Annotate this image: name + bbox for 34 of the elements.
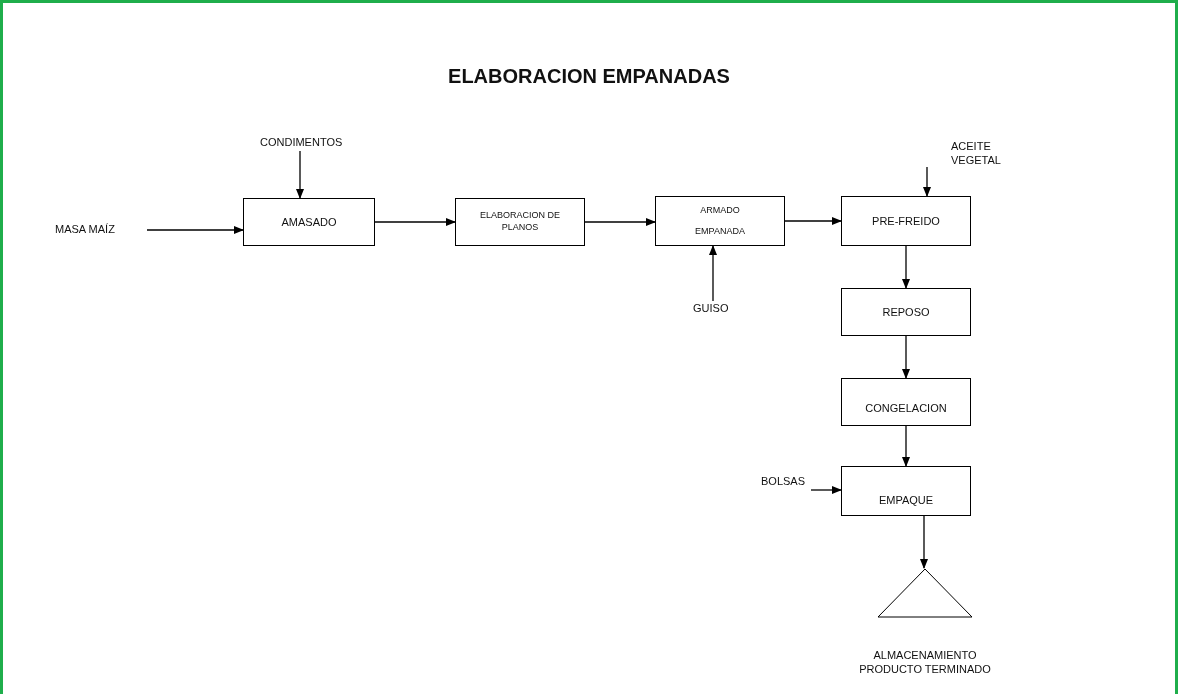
arrow [923,166,931,197]
process-box [243,198,375,246]
arrow [810,486,842,494]
process-label: ARMADO EMPANADA [694,204,746,238]
process-label: CONGELACION [865,400,947,415]
triangle-symbol [877,568,973,618]
process-label: PRE-FREIDO [872,213,940,229]
input-label: MASA MAÍZ [55,222,116,237]
arrow [146,226,244,234]
process-box [841,466,971,516]
input-label: GUISO [693,301,730,316]
arrow [902,335,910,379]
process-label: REPOSO [882,304,930,320]
process-label: EMPAQUE [878,492,934,507]
arrow [374,218,456,226]
process-box [841,288,971,336]
process-box [841,378,971,426]
input-label: BOLSAS [761,474,807,489]
diagram-title: ELABORACION EMPANADAS [447,65,731,88]
arrow [920,515,928,569]
arrow [296,150,304,199]
process-box [841,196,971,246]
input-label: CONDIMENTOS [260,135,340,150]
arrow [784,217,842,225]
arrow [709,245,717,302]
arrow [902,425,910,467]
process-box [655,196,785,246]
process-label: AMASADO [281,214,337,230]
input-label: ACEITE VEGETAL [950,139,1002,168]
arrow [584,218,656,226]
process-box [455,198,585,246]
node-caption: ALMACENAMIENTO PRODUCTO TERMINADO [858,648,992,677]
arrow [902,245,910,289]
process-label: ELABORACION DE PLANOS [479,210,561,234]
